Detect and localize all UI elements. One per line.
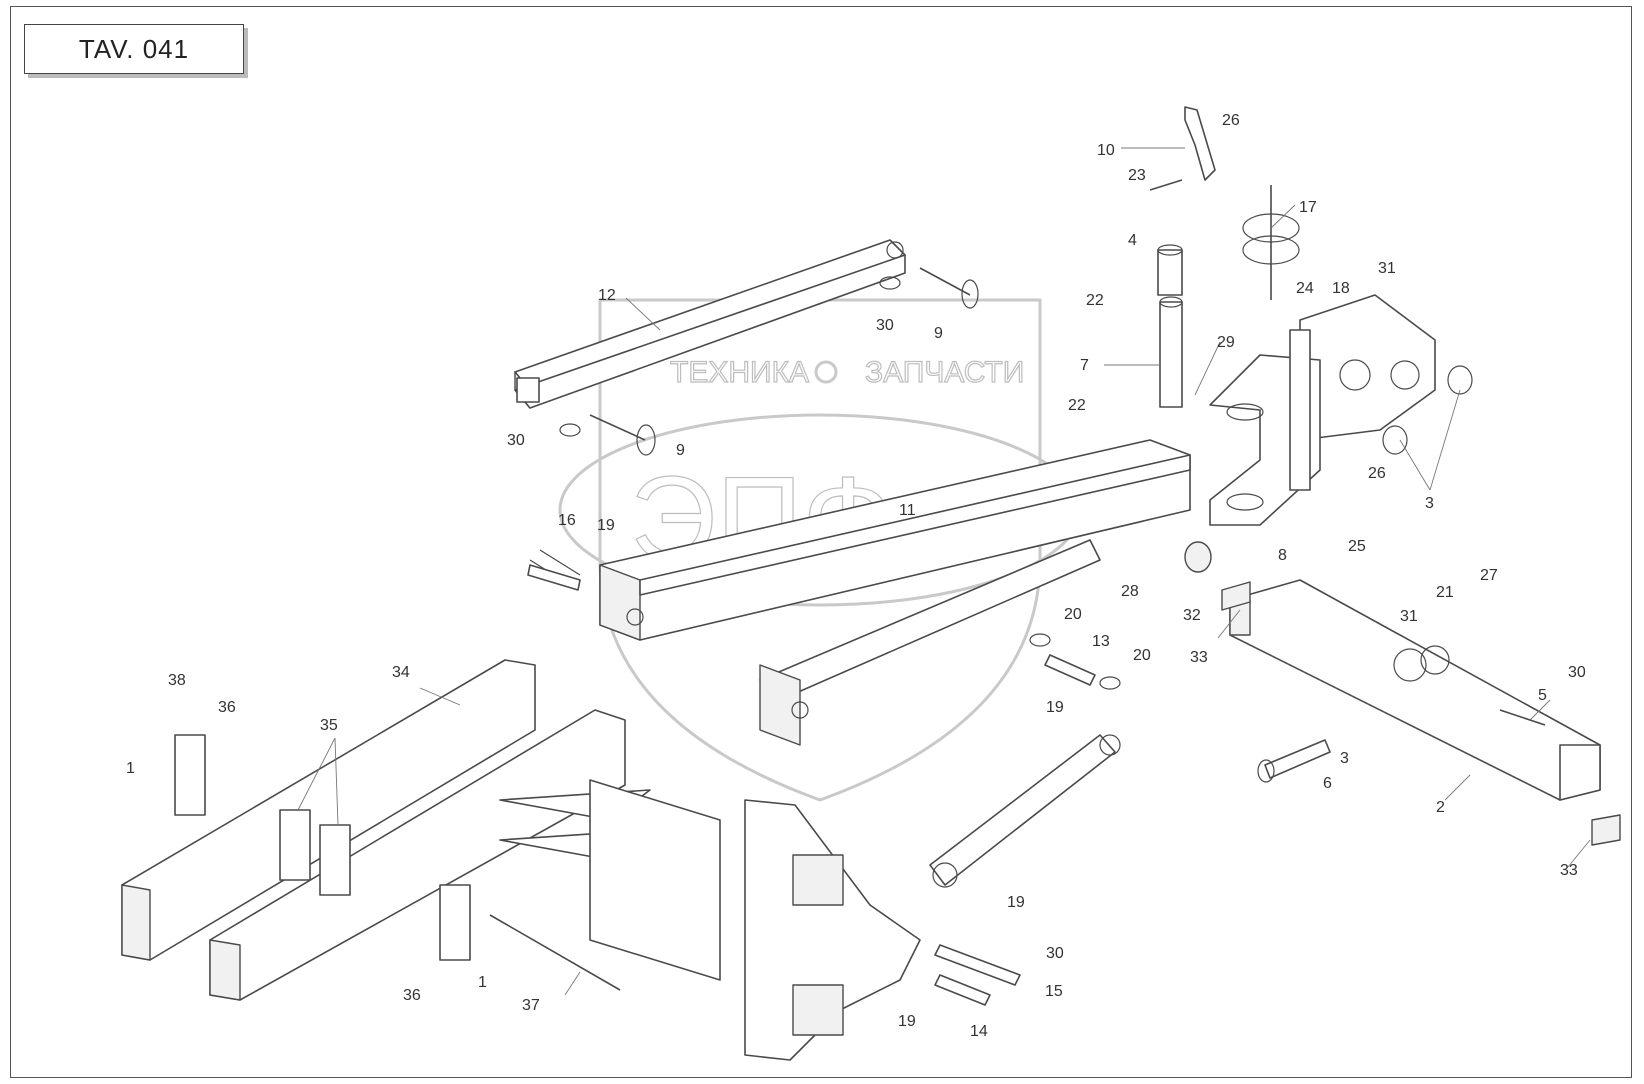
part-5-pin (1499, 709, 1546, 726)
callout-27: 27 (1480, 567, 1498, 584)
callout-24: 24 (1296, 280, 1314, 297)
part-33-caps (1221, 581, 1621, 846)
table-title: TAV. 041 (78, 33, 190, 64)
callout-26-lower: 26 (1368, 465, 1386, 482)
callout-31-lower: 31 (1400, 608, 1418, 625)
callout-30-c: 30 (1568, 664, 1586, 681)
callout-8: 8 (1278, 547, 1287, 564)
part-10-bracket (1149, 106, 1216, 191)
callout-19-d: 19 (898, 1013, 916, 1030)
callout-16: 16 (558, 512, 576, 529)
callout-3-upper: 3 (1425, 495, 1434, 512)
callout-6: 6 (1323, 775, 1332, 792)
callout-2: 2 (1436, 799, 1445, 816)
watermark-line1: ТЕХНИКА (670, 356, 809, 389)
part-8-clevis (1209, 329, 1321, 526)
part-14-15-pins (934, 944, 1021, 1006)
callout-29: 29 (1217, 334, 1235, 351)
watermark-line2: ЗАПЧАСТИ (865, 356, 1024, 389)
part-17-ring (1242, 185, 1300, 300)
part-11-frame (529, 439, 1191, 746)
callout-20-a: 20 (1064, 606, 1082, 623)
part-18-hitch (1299, 294, 1436, 441)
callout-4: 4 (1128, 232, 1137, 249)
callout-3-lower: 3 (1340, 750, 1349, 767)
part-36-clamp-upper (174, 734, 206, 816)
callout-32: 32 (1183, 607, 1201, 624)
callout-22-lower: 22 (1068, 397, 1086, 414)
part-12-bar (514, 239, 906, 409)
callout-33-lower: 33 (1560, 862, 1578, 879)
callout-labels: 1 1 2 3 3 4 5 6 7 8 9 9 10 11 12 13 14 1… (126, 112, 1586, 1040)
callout-5: 5 (1538, 687, 1547, 704)
callout-35: 35 (320, 717, 338, 734)
callout-26-upper: 26 (1222, 112, 1240, 129)
gear-icon (814, 360, 838, 384)
callout-19-a: 19 (597, 517, 615, 534)
callout-18: 18 (1332, 280, 1350, 297)
callout-21: 21 (1436, 584, 1454, 601)
part-36-clamp-lower (439, 884, 471, 961)
callout-7: 7 (1080, 357, 1089, 374)
part-32-cap (1184, 541, 1212, 573)
callout-33-upper: 33 (1190, 649, 1208, 666)
pin-9-lower (559, 414, 656, 456)
part-35-clamps (279, 809, 351, 896)
callout-25: 25 (1348, 538, 1366, 555)
callout-11: 11 (899, 502, 916, 519)
table-title-box: TAV. 041 (24, 24, 244, 74)
part-2-arm (1229, 579, 1601, 801)
callout-13: 13 (1092, 633, 1110, 650)
callout-36-lower: 36 (403, 987, 421, 1004)
callout-23: 23 (1128, 167, 1146, 184)
callout-10: 10 (1097, 142, 1115, 159)
callout-15: 15 (1045, 983, 1063, 1000)
callout-1-lower: 1 (478, 974, 487, 991)
hydraulic-cylinder (929, 734, 1121, 888)
part-6-pin (1257, 739, 1331, 783)
callout-30-a: 30 (876, 317, 894, 334)
callout-37: 37 (522, 997, 540, 1014)
callout-9-upper: 9 (934, 325, 943, 342)
callout-31-upper: 31 (1378, 260, 1396, 277)
part-34-beam (121, 659, 626, 1001)
callout-30-d: 30 (1046, 945, 1064, 962)
callout-1-upper: 1 (126, 760, 135, 777)
leader-lines (297, 147, 1591, 996)
part-3-springs-upper (1382, 365, 1473, 455)
callout-36-upper: 36 (218, 699, 236, 716)
callout-14: 14 (970, 1023, 988, 1040)
callout-17: 17 (1299, 199, 1317, 216)
callout-22-upper: 22 (1086, 292, 1104, 309)
callout-30-b: 30 (507, 432, 525, 449)
callout-34: 34 (392, 664, 410, 681)
pin-9-upper (879, 267, 979, 309)
callout-20-b: 20 (1133, 647, 1151, 664)
part-13-pin (1029, 633, 1121, 690)
callout-9-lower: 9 (676, 442, 685, 459)
part-7-pin (1157, 244, 1183, 408)
callout-19-c: 19 (1007, 894, 1025, 911)
callout-19-b: 19 (1046, 699, 1064, 716)
callout-28: 28 (1121, 583, 1139, 600)
drawing-frame (10, 6, 1632, 1078)
callout-38: 38 (168, 672, 186, 689)
callout-12: 12 (598, 287, 616, 304)
central-bracket (499, 779, 921, 1061)
part-16-pin (527, 564, 581, 591)
part-37-bolt (489, 914, 621, 991)
